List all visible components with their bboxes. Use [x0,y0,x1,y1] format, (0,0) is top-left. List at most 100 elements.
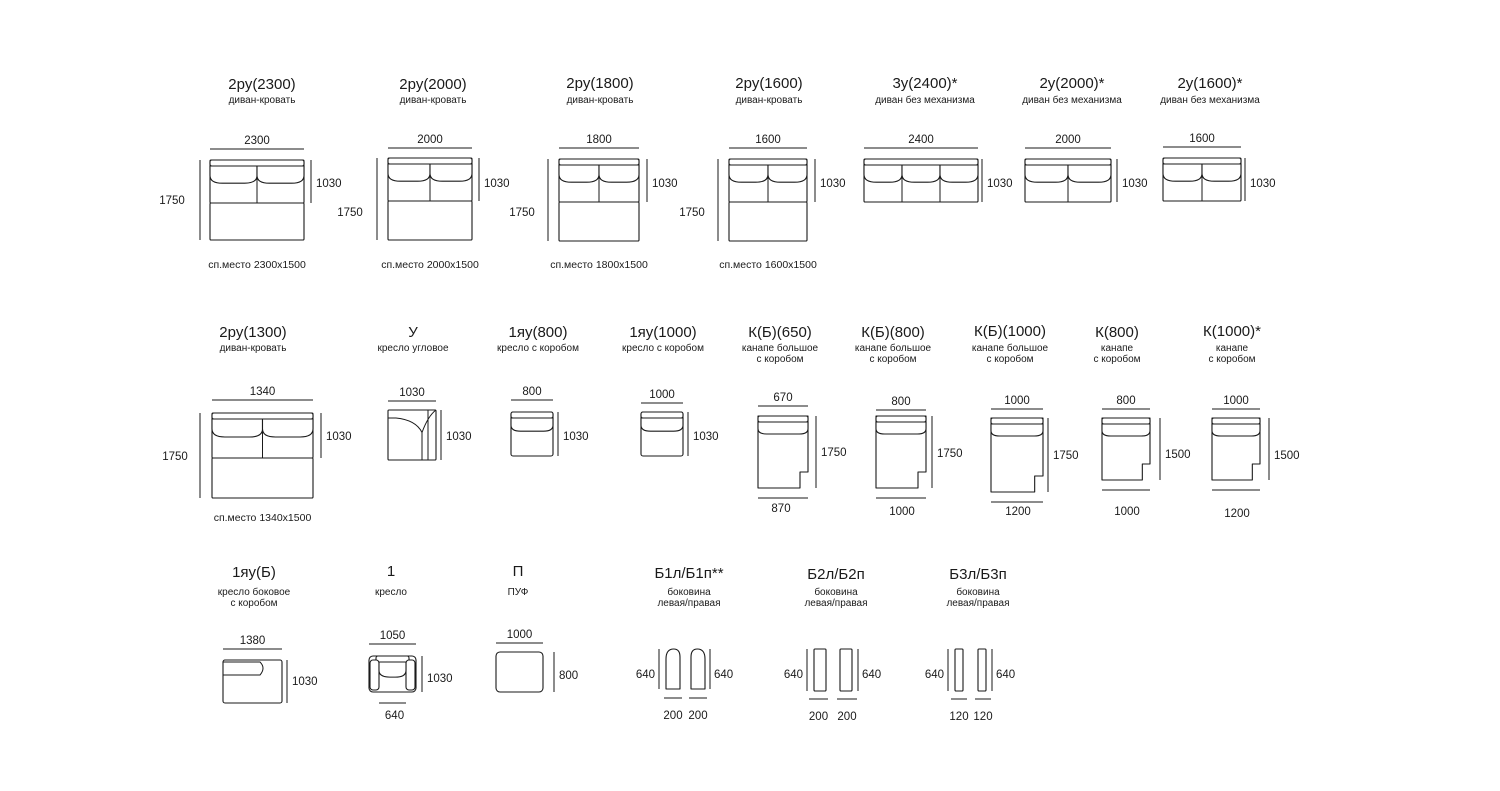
width-label: 2000 [417,134,443,146]
armrest-right [839,648,853,692]
item-title: 2у(1600)* [1177,75,1242,92]
seat-cushion [387,163,431,182]
height-label: 1030 [427,673,453,685]
bed-extension [209,202,305,241]
height-label: 1030 [652,178,678,190]
backrest [1162,157,1242,165]
corner-curve [421,409,437,433]
seat-cushion [1101,423,1151,437]
seat-cushion [939,164,979,183]
item-subtitle: с коробом [869,353,916,365]
backrest [640,411,684,419]
item-subtitle: ПУФ [508,587,529,598]
bottom-width-label: 1000 [1114,506,1140,518]
seat-cushion [1024,164,1069,183]
seat-cushion [875,421,927,435]
item-title: К(Б)(1000) [974,323,1046,340]
armchair-arm-left [369,659,380,691]
bed-extension [211,457,314,499]
total-length-label: 1750 [509,207,535,219]
backrest [990,417,1044,425]
bed-extension [558,201,640,242]
height-label: 1030 [693,431,719,443]
seat-cushion [901,164,941,183]
item-title: 2у(2000)* [1039,75,1104,92]
width-label-1: 200 [688,710,707,722]
width-label-1: 120 [973,711,992,723]
width-label: 1340 [250,386,276,398]
total-length-label: 1750 [159,195,185,207]
item-2ru-1300: 2ру(1300)диван-кровать134010301750сп.мес… [162,324,351,524]
backrest [863,158,979,166]
height-left-label: 640 [784,669,803,681]
width-label-0: 200 [809,711,828,723]
item-title: П [513,563,524,580]
item-subtitle: боковина [956,586,1000,598]
width-label-0: 120 [949,711,968,723]
seat-cushion [1201,163,1242,182]
seat-cushion [558,164,600,183]
width-label: 2400 [908,134,934,146]
sleeping-area-label: сп.место 1600x1500 [719,259,817,271]
width-label: 1000 [1223,395,1249,407]
item-title: К(1000)* [1203,323,1261,340]
width-label: 1030 [399,387,425,399]
seat-cushion [261,418,314,438]
armrest-left [813,648,827,692]
backrest [757,415,809,423]
width-label: 1000 [649,389,675,401]
total-length-label: 1750 [162,451,188,463]
bottom-width-label: 870 [771,503,790,515]
backrest [510,411,554,419]
item-subtitle: кресло с коробом [497,342,579,354]
item-subtitle: диван-кровать [229,95,296,106]
width-label: 1800 [586,134,612,146]
item-subtitle: канапе большое [972,342,1049,354]
height-label: 1030 [292,676,318,688]
seat-cushion [598,164,640,183]
item-subtitle: с коробом [986,353,1033,365]
item-subtitle: канапе большое [855,342,932,354]
item-title: Б2л/Б2п [807,566,864,583]
width-label-1: 200 [837,711,856,723]
seat-cushion [767,164,808,183]
armchair-back [375,655,410,663]
width-label: 1000 [507,629,533,641]
total-length-label: 1750 [679,207,705,219]
backrest [211,412,314,420]
seat-cushion [211,418,264,438]
item-subtitle: диван-кровать [736,95,803,106]
sleeping-area-label: сп.место 2000x1500 [381,259,479,271]
width-label: 670 [773,392,792,404]
item-title: 2ру(1800) [566,75,633,92]
bottom-width-label: 1200 [1224,508,1250,520]
item-title: 1яу(1000) [629,324,696,341]
seat-cushion [1067,164,1112,183]
item-subtitle: канапе [1101,343,1134,354]
seat-cushion [378,661,407,678]
bed-extension [387,200,473,241]
armrest-left [665,648,681,690]
backrest [1211,417,1261,425]
height-right-label: 640 [862,669,881,681]
width-label: 2300 [244,135,270,147]
backrest [728,158,808,166]
height-label: 1030 [987,178,1013,190]
height-right-label: 640 [996,669,1015,681]
armrest-right [977,648,987,692]
item-title: Б1л/Б1п** [654,565,723,582]
width-label: 1600 [755,134,781,146]
height-label: 1030 [316,178,342,190]
corner-body [387,409,437,461]
